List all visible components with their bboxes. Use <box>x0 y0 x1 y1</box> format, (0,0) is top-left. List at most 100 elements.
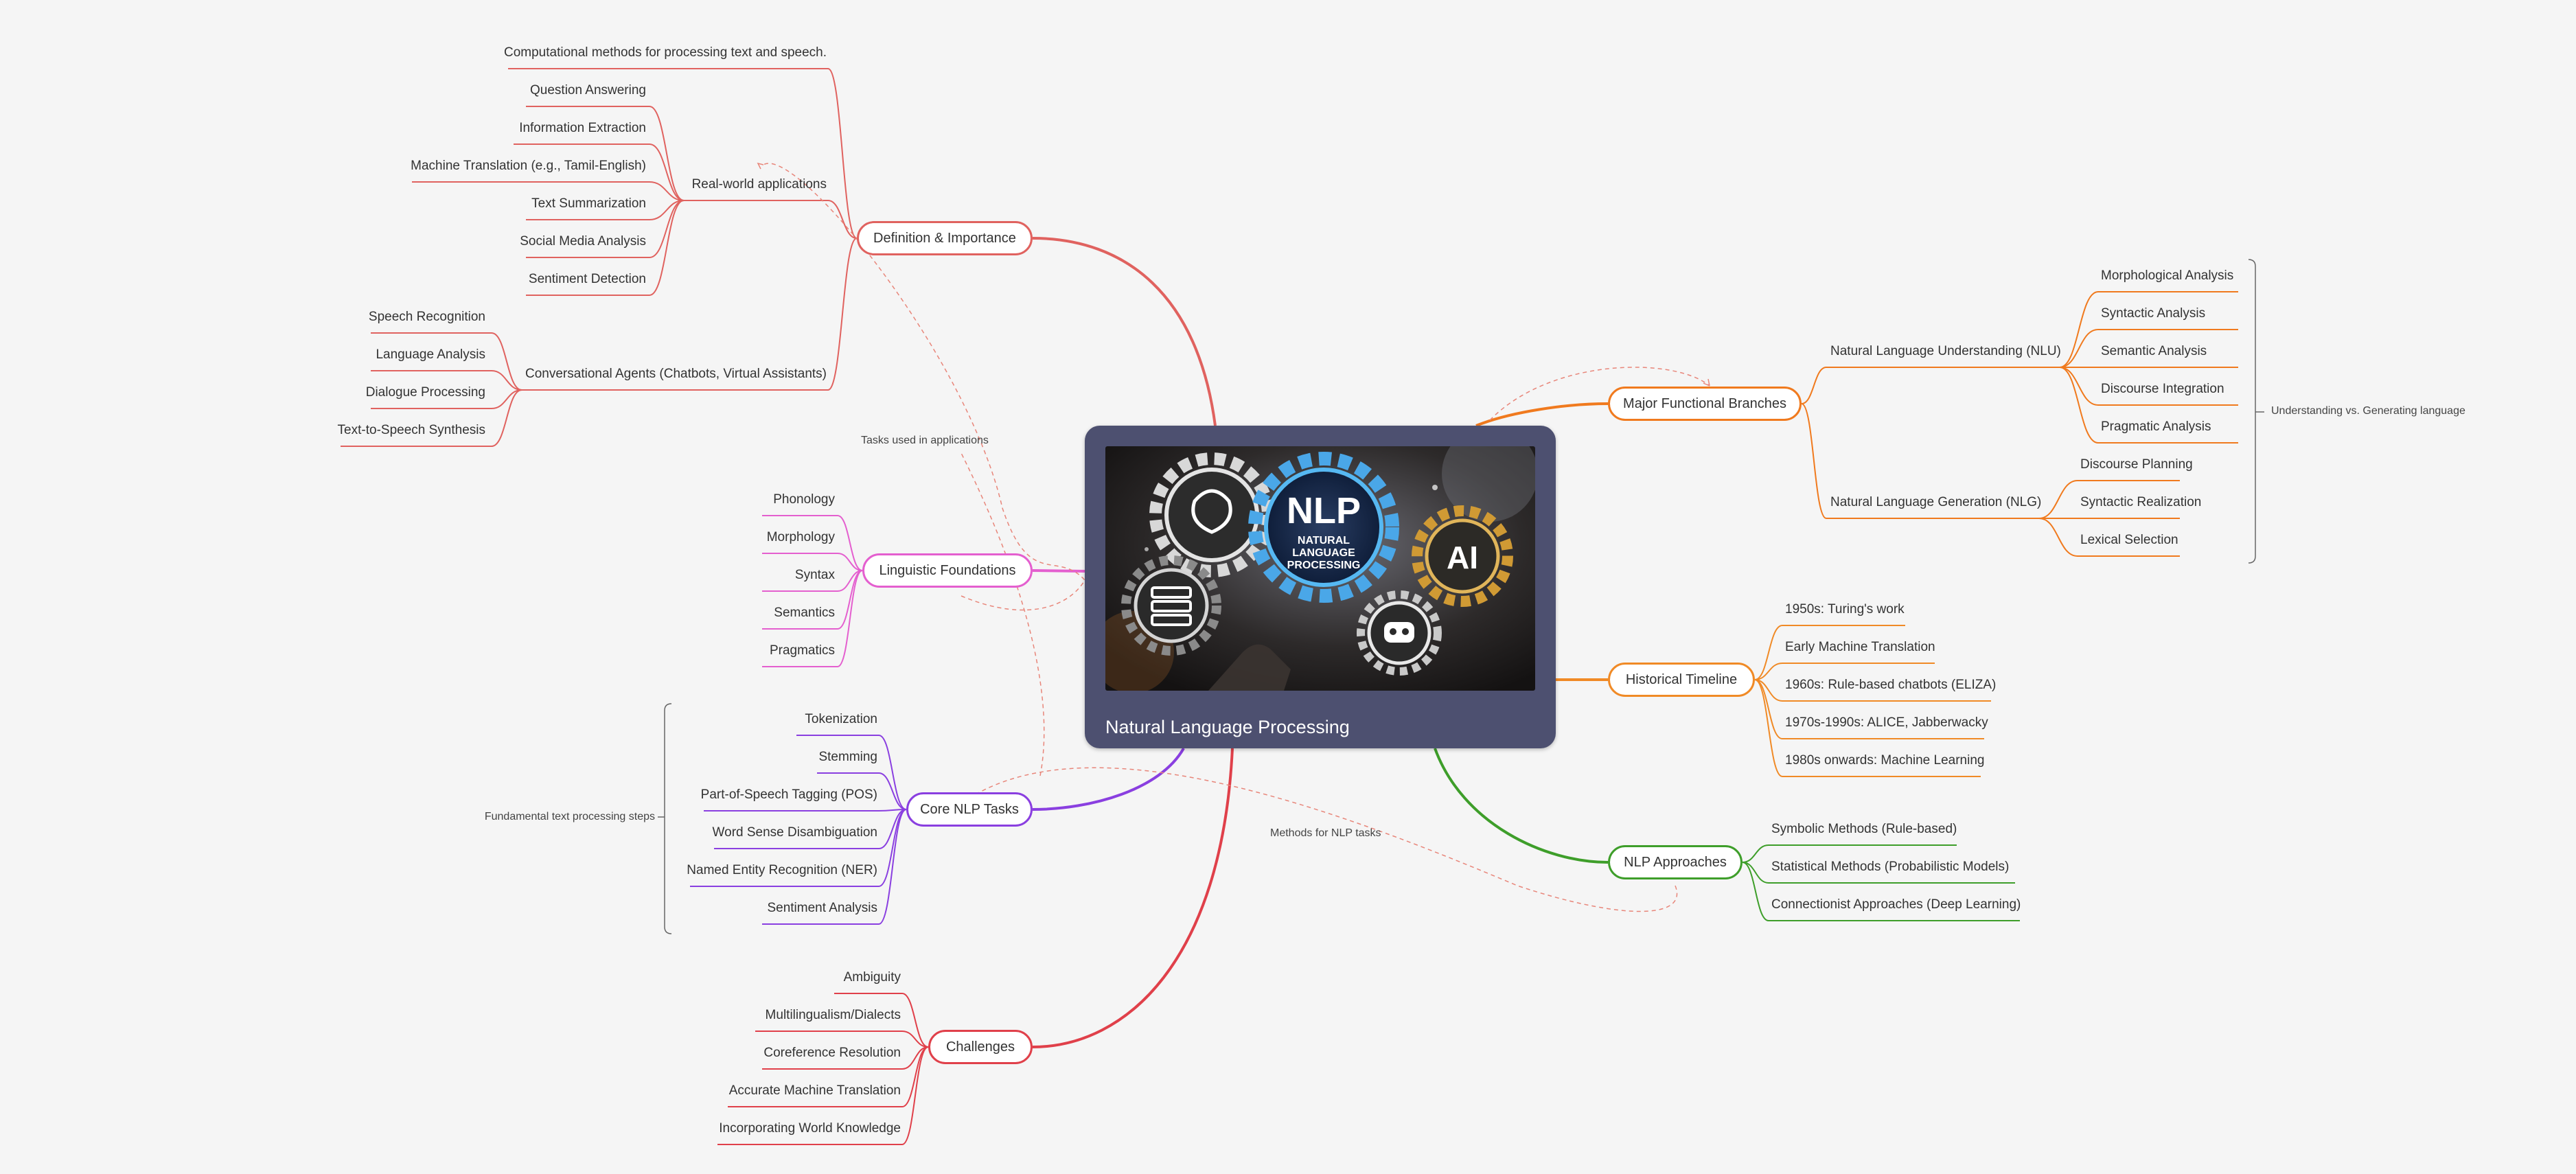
branch-connector-definition <box>1032 237 1217 426</box>
challenge-item[interactable]: Ambiguity <box>843 970 901 985</box>
nlu-item[interactable]: Semantic Analysis <box>2101 344 2207 358</box>
linguistic-item[interactable]: Phonology <box>773 492 835 507</box>
timeline-item[interactable]: 1960s: Rule-based chatbots (ELIZA) <box>1785 678 1997 692</box>
connector-core-item-0 <box>878 735 907 810</box>
topic-label: Challenges <box>945 1039 1015 1055</box>
topic-linguistic-foundations[interactable]: Linguistic Foundations <box>862 553 1033 588</box>
topic-major-functional-branches[interactable]: Major Functional Branches <box>1608 387 1802 421</box>
connector-agent-item-3 <box>491 389 522 447</box>
connector-challenge-item-0 <box>901 993 929 1048</box>
core-task-item[interactable]: Part-of-Speech Tagging (POS) <box>700 787 877 802</box>
agent-item[interactable]: Dialogue Processing <box>365 385 485 400</box>
nlp-big-text: NLP <box>1287 490 1361 531</box>
core-task-item[interactable]: Word Sense Disambiguation <box>712 825 877 840</box>
connector-agent-item-1 <box>491 370 522 391</box>
relation-label-methods-for-tasks[interactable]: Methods for NLP tasks <box>1270 827 1381 839</box>
approach-item[interactable]: Statistical Methods (Probabilistic Model… <box>1771 860 2010 874</box>
connector-core-item-1 <box>878 772 907 810</box>
central-topic[interactable]: NLP NATURAL LANGUAGE PROCESSING AI <box>1085 426 1556 748</box>
approach-item[interactable]: Symbolic Methods (Rule-based) <box>1771 822 1957 836</box>
application-item[interactable]: Information Extraction <box>519 121 646 135</box>
nlg-item[interactable]: Discourse Planning <box>2080 457 2193 472</box>
nlu-item[interactable]: Syntactic Analysis <box>2101 306 2206 321</box>
approach-item[interactable]: Connectionist Approaches (Deep Learning) <box>1771 897 2021 912</box>
connector-core-item-3 <box>878 809 907 849</box>
topic-label: Definition & Importance <box>873 230 1016 246</box>
core-task-item[interactable]: Sentiment Analysis <box>767 901 877 915</box>
relation-label-tasks-in-applications[interactable]: Tasks used in applications <box>861 435 989 446</box>
connector-app-item-2 <box>649 181 685 201</box>
subtopic-real-world-applications[interactable]: Real-world applications <box>691 177 827 192</box>
linguistic-item[interactable]: Morphology <box>766 530 835 544</box>
connector-challenge-item-2 <box>901 1046 929 1070</box>
agent-item[interactable]: Speech Recognition <box>368 310 485 324</box>
application-item[interactable]: Machine Translation (e.g., Tamil-English… <box>411 159 646 173</box>
connector-timeline-item-2 <box>1754 679 1783 702</box>
application-item[interactable]: Social Media Analysis <box>520 234 646 249</box>
robot-gear-icon <box>1357 590 1442 676</box>
definition-subtopic-computational-methods[interactable]: Computational methods for processing tex… <box>504 45 827 60</box>
connector-approach-item-0 <box>1742 844 1769 863</box>
challenge-item[interactable]: Coreference Resolution <box>763 1046 901 1060</box>
nlu-item[interactable]: Morphological Analysis <box>2101 268 2234 283</box>
connector-app-item-3 <box>649 200 685 220</box>
connector-ling-item-1 <box>837 553 863 571</box>
linguistic-item[interactable]: Syntax <box>794 568 835 582</box>
nlu-item[interactable]: Discourse Integration <box>2101 382 2224 396</box>
topic-label: NLP Approaches <box>1624 854 1727 870</box>
topic-core-nlp-tasks[interactable]: Core NLP Tasks <box>906 792 1033 827</box>
summary-fundamental-steps[interactable]: Fundamental text processing steps <box>484 811 655 822</box>
topic-nlp-approaches[interactable]: NLP Approaches <box>1608 845 1743 879</box>
connector-app-item-5 <box>649 200 685 296</box>
relation-arrow-apps <box>757 162 764 170</box>
timeline-item[interactable]: 1950s: Turing's work <box>1785 602 1905 617</box>
connector-core-item-2 <box>878 809 907 812</box>
connector-nlg-item-0 <box>2038 480 2078 519</box>
agent-item[interactable]: Language Analysis <box>376 347 485 362</box>
core-task-item[interactable]: Stemming <box>818 750 877 764</box>
topic-historical-timeline[interactable]: Historical Timeline <box>1608 663 1755 697</box>
connector-ling-item-4 <box>837 570 863 667</box>
connector-challenge-item-3 <box>901 1046 929 1107</box>
connector-challenge-item-4 <box>901 1046 929 1145</box>
connector-timeline-item-1 <box>1754 663 1783 680</box>
connector-nlu <box>1801 367 1827 404</box>
connector-agents <box>827 238 858 391</box>
application-item[interactable]: Sentiment Detection <box>528 272 646 286</box>
challenge-item[interactable]: Multilingualism/Dialects <box>765 1008 901 1022</box>
challenge-item[interactable]: Accurate Machine Translation <box>728 1083 901 1098</box>
connector-nlu-item-3 <box>2059 367 2099 406</box>
core-task-item[interactable]: Tokenization <box>805 712 877 726</box>
application-item[interactable]: Question Answering <box>530 83 646 97</box>
linguistic-item[interactable]: Pragmatics <box>769 643 835 658</box>
subtopic-nlg[interactable]: Natural Language Generation (NLG) <box>1830 495 2042 509</box>
core-task-item[interactable]: Named Entity Recognition (NER) <box>687 863 877 877</box>
timeline-item[interactable]: 1980s onwards: Machine Learning <box>1785 753 1985 768</box>
nlg-item[interactable]: Lexical Selection <box>2080 533 2178 547</box>
summary-understanding-generating[interactable]: Understanding vs. Generating language <box>2271 405 2465 417</box>
connector-challenge-item-1 <box>901 1031 929 1048</box>
agent-item[interactable]: Text-to-Speech Synthesis <box>337 423 485 437</box>
connector-nlg <box>1801 403 1827 519</box>
connector-approach-item-2 <box>1742 862 1769 921</box>
timeline-item[interactable]: Early Machine Translation <box>1785 640 1935 654</box>
subtopic-nlu[interactable]: Natural Language Understanding (NLU) <box>1830 344 2061 358</box>
topic-challenges[interactable]: Challenges <box>928 1030 1033 1064</box>
connector-nlg-item-2 <box>2038 518 2078 557</box>
linguistic-item[interactable]: Semantics <box>774 606 835 620</box>
connector-core-item-4 <box>878 809 907 887</box>
subtopic-conversational-agents[interactable]: Conversational Agents (Chatbots, Virtual… <box>525 367 827 381</box>
connector-approach-item-1 <box>1742 862 1769 884</box>
connector-app-item-4 <box>649 200 685 258</box>
topic-label: Core NLP Tasks <box>920 801 1019 817</box>
ai-gear-icon: AI <box>1412 505 1513 607</box>
nlu-item[interactable]: Pragmatic Analysis <box>2101 419 2211 434</box>
nlg-item[interactable]: Syntactic Realization <box>2080 495 2202 509</box>
nlp-illustration: NLP NATURAL LANGUAGE PROCESSING AI <box>1105 446 1535 691</box>
application-item[interactable]: Text Summarization <box>531 196 646 211</box>
challenge-item[interactable]: Incorporating World Knowledge <box>719 1121 901 1136</box>
timeline-item[interactable]: 1970s-1990s: ALICE, Jabberwacky <box>1785 715 1988 730</box>
connector-nlu-item-1 <box>2059 329 2099 368</box>
topic-definition-importance[interactable]: Definition & Importance <box>857 221 1033 255</box>
